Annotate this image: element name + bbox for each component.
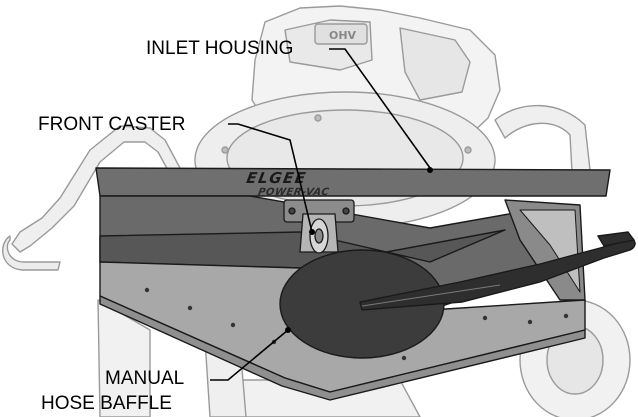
channel-inner — [519, 209, 581, 293]
drum-bolt — [314, 114, 322, 122]
caster-bolt — [342, 207, 350, 215]
baffle-shaft — [361, 284, 501, 307]
plate-rivets — [144, 287, 569, 361]
left-handle — [11, 125, 181, 253]
leader-hose-baffle — [210, 329, 289, 381]
label-front-caster: FRONT CASTER — [38, 114, 186, 135]
leader-dot — [309, 229, 315, 235]
left-hook — [2, 235, 61, 271]
rivet — [187, 305, 193, 311]
engine-badge-text: OHV — [329, 29, 357, 42]
leader-dot — [427, 167, 433, 173]
leader-inlet-housing — [329, 48, 431, 169]
baffle-handle — [359, 238, 636, 311]
plate-lip — [99, 295, 586, 401]
right-pipe — [494, 104, 591, 173]
leader-dot — [285, 327, 291, 333]
caster-bolt — [288, 207, 296, 215]
brand-name: ELGEE — [245, 169, 308, 187]
brand-subtitle: POWER-VAC — [257, 187, 330, 198]
housing-top-panel — [95, 167, 611, 197]
leader-front-caster — [228, 123, 313, 233]
hose-baffle — [279, 231, 636, 359]
label-manual-hose-baffle-line1: MANUAL — [105, 368, 185, 389]
label-inlet-housing: INLET HOUSING — [146, 38, 294, 59]
baffle-handle-tip — [596, 231, 636, 247]
rivet — [527, 319, 533, 325]
rivet — [563, 313, 569, 319]
left-wheel — [97, 299, 151, 417]
drum-bolt — [464, 146, 472, 154]
brand-logo: ELGEE POWER-VAC — [245, 169, 330, 198]
engine-detail-right — [399, 27, 471, 101]
leader-lines — [210, 48, 431, 381]
leader-endpoints — [285, 167, 433, 333]
rivet — [144, 287, 150, 293]
rivet — [230, 322, 236, 328]
rivet — [482, 315, 488, 321]
label-manual-hose-baffle-line2: HOSE BAFFLE — [41, 393, 172, 414]
caster-hub — [314, 228, 324, 244]
engine-badge-plate — [314, 23, 368, 45]
rivet — [401, 355, 407, 361]
drum-bolt — [221, 146, 229, 154]
